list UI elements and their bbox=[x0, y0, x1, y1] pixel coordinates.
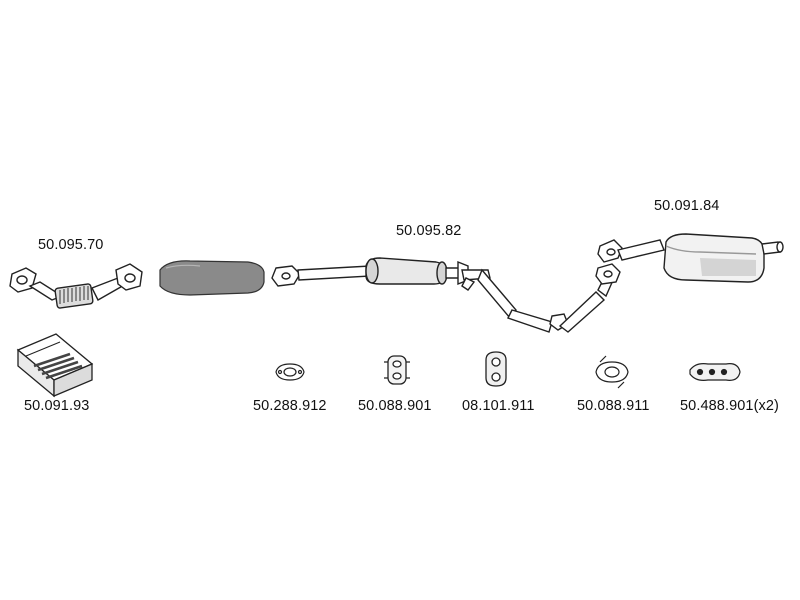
gasket-2-drawing bbox=[595, 355, 629, 389]
catalyst bbox=[159, 260, 265, 296]
gasket-1-drawing bbox=[275, 363, 305, 381]
clamp-set-part-number: 50.488.901(x2) bbox=[680, 398, 779, 414]
mount-kit-box bbox=[16, 333, 94, 398]
rear-pipe bbox=[558, 233, 784, 333]
rubber-hanger-1-drawing bbox=[384, 355, 410, 385]
gasket-1-part-number: 50.288.912 bbox=[253, 398, 327, 414]
clamp-set-drawing bbox=[689, 363, 741, 381]
rubber-hanger-2-part-number: 08.101.911 bbox=[462, 398, 535, 414]
rubber-hanger-1-part-number: 50.088.901 bbox=[358, 398, 432, 414]
gasket-2-part-number: 50.088.911 bbox=[577, 398, 650, 414]
front-pipe-part-number: 50.095.70 bbox=[38, 237, 104, 253]
middle-silencer-part-number: 50.095.82 bbox=[396, 223, 462, 239]
mount-kit-part-number: 50.091.93 bbox=[24, 398, 90, 414]
rear-silencer-part-number: 50.091.84 bbox=[654, 198, 720, 214]
front-pipe bbox=[9, 263, 143, 309]
middle-pipe bbox=[271, 257, 569, 333]
rubber-hanger-2-drawing bbox=[485, 351, 507, 387]
